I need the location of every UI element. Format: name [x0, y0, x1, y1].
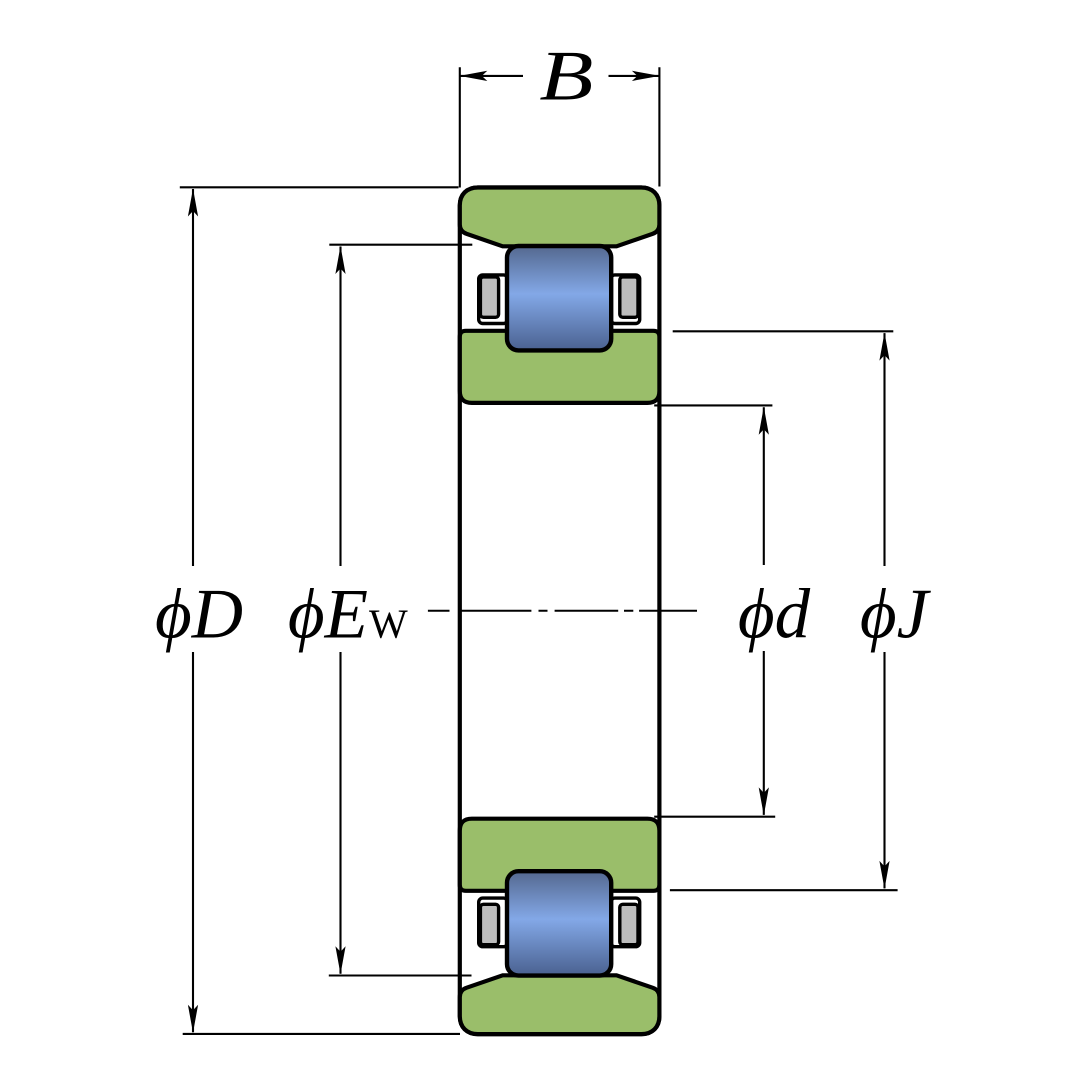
label-phid: ϕd — [738, 576, 811, 654]
cage-bar-bottom-right — [618, 902, 640, 947]
cage-segments — [477, 273, 642, 949]
cage-bar-top-right — [618, 275, 640, 319]
dimension-B — [458, 67, 661, 188]
dimension-phiD — [179, 186, 460, 1035]
roller-top — [504, 243, 614, 353]
roller-bottom — [504, 869, 614, 978]
dimension-phiJ — [669, 330, 898, 892]
label-phiJ: ϕJ — [860, 576, 932, 654]
label-phiEw-subscript: W — [369, 601, 408, 647]
dimension-phiEw — [328, 243, 473, 977]
rollers — [504, 243, 614, 978]
label-phiEw-main: ϕE — [288, 576, 368, 654]
dimension-phid — [654, 404, 776, 818]
label-B: B — [539, 37, 593, 115]
label-phiD: ϕD — [155, 576, 243, 654]
cage-bar-top-left — [478, 275, 501, 319]
outer-ring-top-section — [457, 185, 662, 249]
cage-bar-bottom-left — [478, 902, 501, 947]
outer-ring-bottom-section — [457, 973, 662, 1037]
